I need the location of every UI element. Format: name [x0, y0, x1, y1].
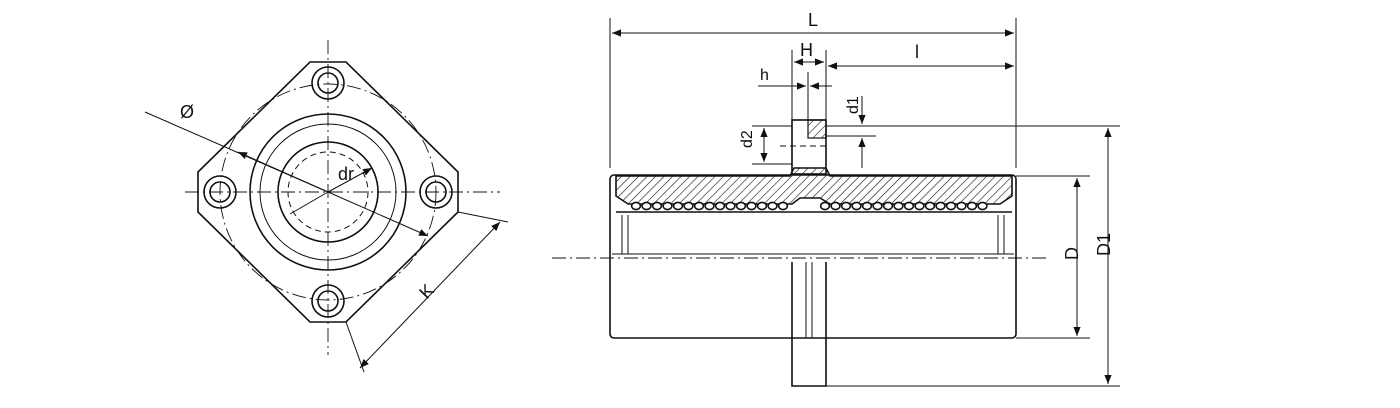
bushing-body — [609, 174, 1017, 339]
inner-bore-dashed — [287, 151, 369, 233]
ball-bearing — [672, 201, 684, 211]
k-label: K — [415, 280, 438, 303]
ball-bearing — [714, 201, 726, 211]
dr-label: dr — [338, 164, 354, 184]
ball-bearing — [935, 201, 946, 211]
ball-bearing — [840, 201, 852, 211]
k-extension-2 — [345, 321, 365, 373]
ball-bearing — [872, 201, 883, 211]
ball-bearing — [704, 201, 715, 211]
flange-hatch — [807, 119, 827, 139]
D1-label: D1 — [1094, 233, 1114, 256]
ball-bearing — [662, 201, 673, 211]
d1-label: d1 — [845, 96, 862, 114]
phi-leader-arrow-back — [237, 151, 329, 193]
ball-bearing — [851, 201, 862, 211]
ball-bearing — [651, 201, 663, 211]
ball-bearing — [914, 201, 925, 211]
ball-bearing — [725, 201, 736, 211]
H-label: H — [800, 40, 813, 60]
bolt-circle — [219, 83, 437, 301]
ball-row — [630, 201, 988, 211]
ball-bearing — [977, 201, 988, 211]
ball-bearing — [924, 201, 936, 211]
ball-bearing — [735, 201, 747, 211]
flange-stub-bottom — [791, 262, 827, 387]
ball-bearing — [893, 201, 904, 211]
k-dimension-line — [359, 221, 501, 369]
side-view: L H l h d1 d2 — [552, 10, 1120, 387]
ball-bearing — [830, 201, 841, 211]
middle-ring — [259, 123, 397, 261]
bore-ring — [277, 141, 379, 243]
ball-bearing — [693, 201, 705, 211]
ball-bearing — [767, 201, 778, 211]
ball-bearing — [819, 201, 831, 211]
dr-line — [289, 191, 329, 215]
hatched-shell — [615, 167, 1013, 205]
ball-bearing — [945, 201, 957, 211]
front-view: Ø dr K — [144, 40, 509, 373]
ball-bearing — [966, 201, 978, 211]
phi-label: Ø — [180, 102, 194, 122]
ball-bearing — [903, 201, 915, 211]
ball-bearing — [641, 201, 652, 211]
ball-bearing — [882, 201, 894, 211]
ball-bearing — [777, 201, 789, 211]
h-small-label: h — [760, 67, 769, 84]
outer-ring — [249, 113, 407, 271]
ball-bearing — [630, 201, 642, 211]
ball-bearing — [956, 201, 967, 211]
ball-bearing — [756, 201, 768, 211]
D-label: D — [1062, 247, 1082, 260]
ball-bearing — [861, 201, 873, 211]
l-small-label: l — [915, 42, 919, 62]
dr-arrow — [327, 167, 373, 193]
ball-bearing — [746, 201, 757, 211]
bolt-holes — [203, 66, 453, 318]
ball-bearing — [683, 201, 694, 211]
L-label: L — [808, 10, 818, 30]
d2-label: d2 — [739, 130, 756, 148]
k-extension-1 — [457, 211, 509, 223]
